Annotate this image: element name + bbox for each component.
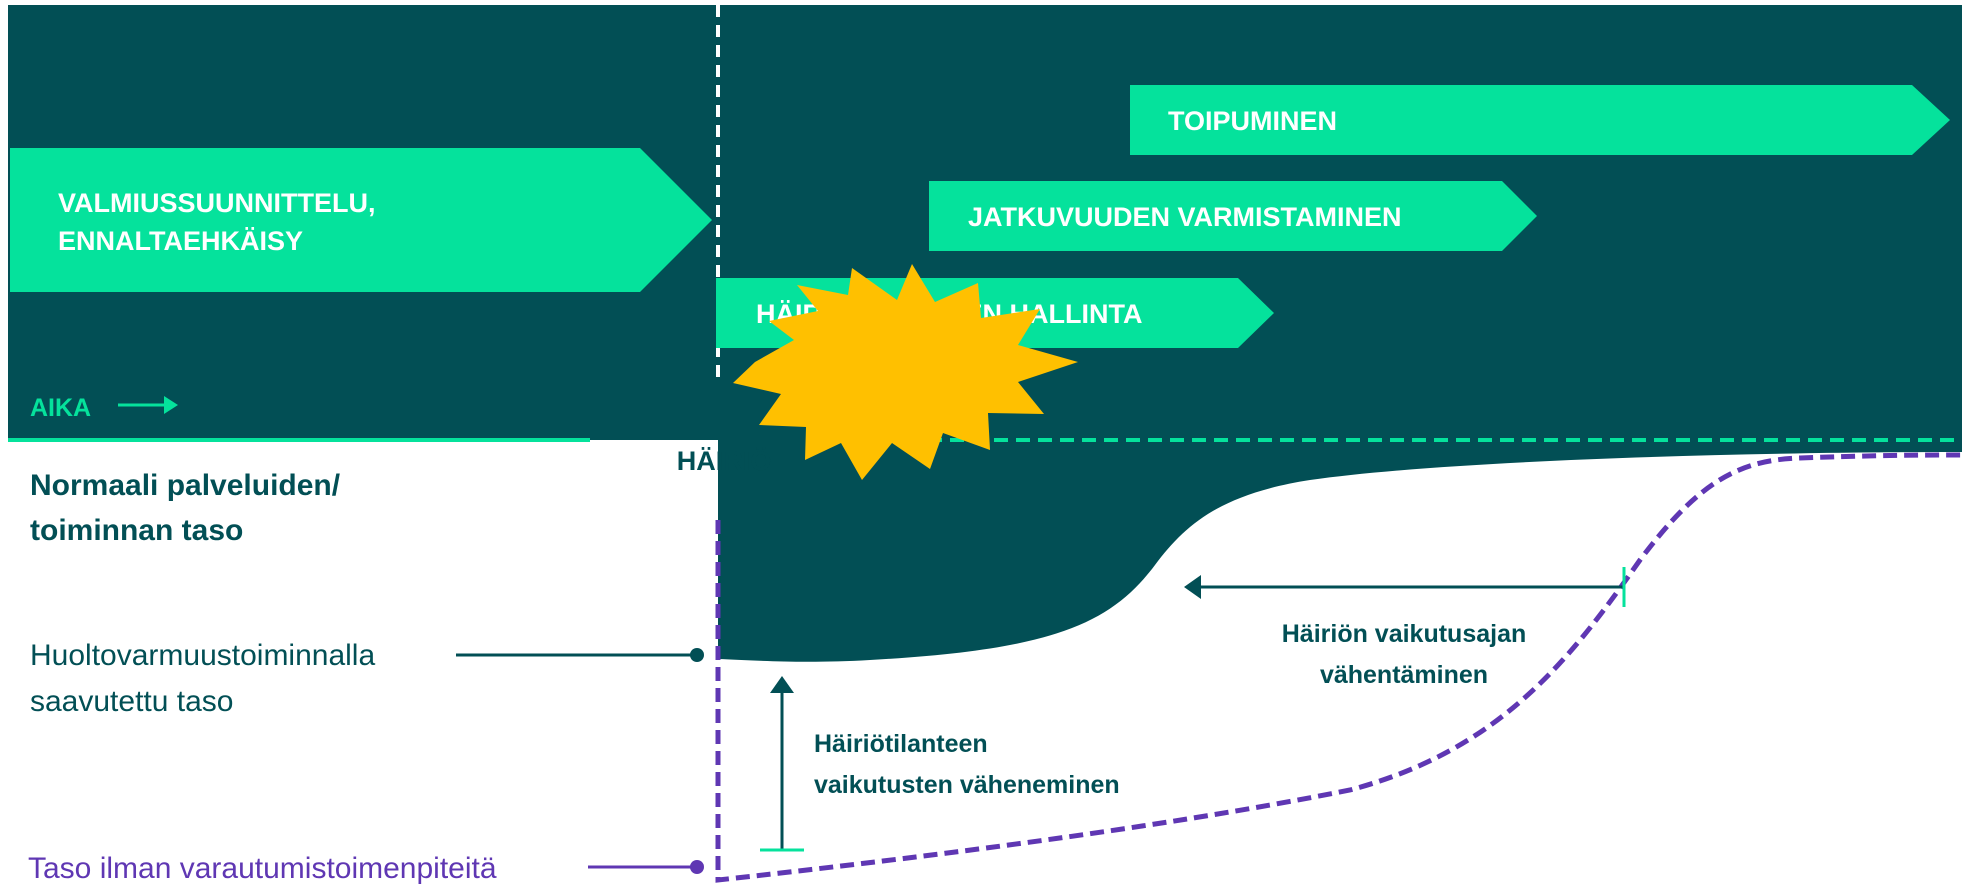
phase-label-recovery: TOIPUMINEN (1168, 106, 1337, 136)
unprepared-level-dot (690, 860, 704, 874)
time-arrow-icon (164, 396, 178, 414)
duration-reduction-label-1: Häiriön vaikutusajan (1282, 620, 1527, 648)
phase-label-preparedness-1: VALMIUSSUUNNITTELU, (58, 188, 376, 218)
phase-label-continuity: JATKUVUUDEN VARMISTAMINEN (968, 202, 1402, 232)
impact-reduction-arrow-icon (770, 676, 794, 693)
normal-level-label-1: Normaali palveluiden/ (30, 469, 341, 502)
unprepared-level-label: Taso ilman varautumistoimenpiteitä (28, 852, 497, 885)
duration-reduction-arrow-icon (1184, 575, 1201, 599)
preparedness-level-dot (690, 648, 704, 662)
unprepared-level-curve (715, 452, 1962, 883)
preparedness-level-label-1: Huoltovarmuustoiminnalla (30, 639, 375, 672)
impact-reduction-label-1: Häiriötilanteen (814, 730, 988, 758)
impact-reduction-label-2: vaikutusten väheneminen (814, 771, 1120, 799)
normal-level-label-2: toiminnan taso (30, 514, 243, 547)
disruption-burst-icon (733, 264, 1078, 480)
preparedness-level-area (718, 440, 1962, 662)
preparedness-level-label-2: saavutettu taso (30, 685, 233, 718)
duration-reduction-label-2: vähentäminen (1320, 661, 1488, 689)
phase-label-preparedness-2: ENNALTAEHKÄISY (58, 226, 303, 256)
phase-arrow-recovery (1130, 85, 1950, 155)
time-axis-label: AIKA (30, 394, 91, 422)
phase-arrow-continuity (929, 181, 1537, 251)
disruption-label: HÄIRIÖ (677, 446, 772, 476)
phase-arrow-preparedness (10, 148, 712, 292)
